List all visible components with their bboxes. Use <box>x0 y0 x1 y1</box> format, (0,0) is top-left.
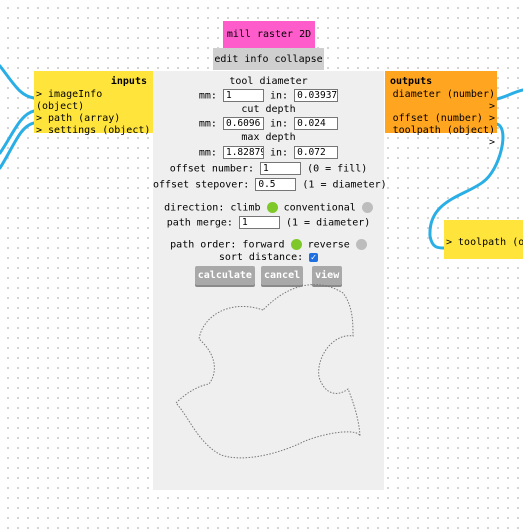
direction-label: direction: <box>164 202 225 214</box>
direction-climb-radio[interactable] <box>266 202 278 213</box>
max-depth-in-input[interactable]: 0.072 <box>294 146 339 159</box>
path-merge-label: path merge: <box>166 217 233 229</box>
edit-button[interactable]: edit <box>214 53 239 65</box>
offset-stepover-hint: (1 = diameter) <box>302 179 387 191</box>
offset-number-hint: (0 = fill) <box>307 163 368 175</box>
direction-conventional-radio[interactable] <box>361 202 373 213</box>
cut-depth-row: mm: 0.6096 in: 0.024 <box>153 117 384 130</box>
cut-depth-mm-input[interactable]: 0.6096 <box>222 117 264 130</box>
toolpath-preview <box>175 284 361 459</box>
target-node-header: i <box>444 220 523 237</box>
sort-distance-label: sort distance: <box>218 252 304 263</box>
output-port-offset[interactable]: offset (number) > <box>392 113 495 124</box>
direction-row: direction: climb conventional <box>153 202 384 214</box>
offset-number-label: offset number: <box>169 163 254 175</box>
direction-climb-label: climb <box>230 202 261 214</box>
cut-depth-in-input[interactable]: 0.024 <box>294 117 339 130</box>
max-depth-label: max depth <box>241 132 296 143</box>
collapse-button[interactable]: collapse <box>274 53 323 65</box>
path-order-forward-radio[interactable] <box>290 239 302 250</box>
button-row: calculate cancel view <box>153 266 384 285</box>
max-depth-row: mm: 1.82879 in: 0.072 <box>153 146 384 159</box>
in-label: in: <box>270 118 289 130</box>
outputs-header: outputs <box>390 76 433 87</box>
path-merge-row: path merge: 1 (1 = diameter) <box>153 216 384 229</box>
input-port-path[interactable]: > path (array) <box>36 113 121 124</box>
path-merge-hint: (1 = diameter) <box>286 217 371 229</box>
view-button[interactable]: view <box>312 266 343 285</box>
wire-settings <box>0 121 36 170</box>
in-label: in: <box>270 147 289 159</box>
info-button[interactable]: info <box>244 53 269 65</box>
offset-number-row: offset number: 1 (0 = fill) <box>153 162 384 175</box>
offset-stepover-label: offset stepover: <box>153 179 250 191</box>
wire-imageinfo <box>0 64 36 100</box>
output-port-diameter[interactable]: diameter (number) > <box>392 89 495 112</box>
path-merge-input[interactable]: 1 <box>238 216 280 229</box>
max-depth-mm-input[interactable]: 1.82879 <box>222 146 264 159</box>
inputs-header: inputs <box>110 76 147 87</box>
path-order-forward-label: forward <box>242 239 285 251</box>
mm-label: mm: <box>198 90 217 102</box>
node-title[interactable]: mill raster 2D <box>223 21 315 48</box>
target-node-inputs-panel: i > toolpath (ob <box>444 220 523 259</box>
cut-depth-label: cut depth <box>241 104 296 115</box>
path-order-reverse-radio[interactable] <box>355 239 367 250</box>
direction-conventional-label: conventional <box>283 202 356 214</box>
node-menu: edit info collapse <box>213 48 324 70</box>
offset-stepover-input[interactable]: 0.5 <box>255 178 297 191</box>
sort-distance-checkbox[interactable]: ✓ <box>309 252 319 262</box>
inputs-panel: inputs > imageInfo (object) > path (arra… <box>34 71 153 136</box>
path-order-reverse-label: reverse <box>307 239 350 251</box>
offset-stepover-row: offset stepover: 0.5 (1 = diameter) <box>153 178 387 191</box>
wire-diameter <box>495 88 523 101</box>
module-panel: tool diameter mm: 1 in: 0.03937 cut dept… <box>153 71 387 490</box>
tool-diameter-in-input[interactable]: 0.03937 <box>294 89 339 102</box>
offset-number-input[interactable]: 1 <box>260 162 302 175</box>
tool-diameter-label: tool diameter <box>229 76 308 87</box>
path-order-row: path order: forward reverse <box>153 239 384 251</box>
path-order-label: path order: <box>170 239 237 251</box>
input-port-settings[interactable]: > settings (object) <box>36 125 151 136</box>
in-label: in: <box>270 90 289 102</box>
cancel-button[interactable]: cancel <box>260 266 304 285</box>
input-port-imageinfo[interactable]: > imageInfo (object) <box>36 89 103 112</box>
outputs-panel: outputs diameter (number) > offset (numb… <box>385 71 497 148</box>
wire-toolpath <box>428 122 505 250</box>
tool-diameter-row: mm: 1 in: 0.03937 <box>153 89 384 102</box>
tool-diameter-mm-input[interactable]: 1 <box>222 89 264 102</box>
wire-path <box>0 109 36 155</box>
mm-label: mm: <box>198 147 217 159</box>
calculate-button[interactable]: calculate <box>194 266 255 285</box>
output-port-toolpath[interactable]: toolpath (object) > <box>392 125 495 148</box>
mm-label: mm: <box>198 118 217 130</box>
target-input-port-toolpath[interactable]: > toolpath (ob <box>446 237 523 248</box>
sort-distance-row: sort distance: ✓ <box>153 252 384 263</box>
